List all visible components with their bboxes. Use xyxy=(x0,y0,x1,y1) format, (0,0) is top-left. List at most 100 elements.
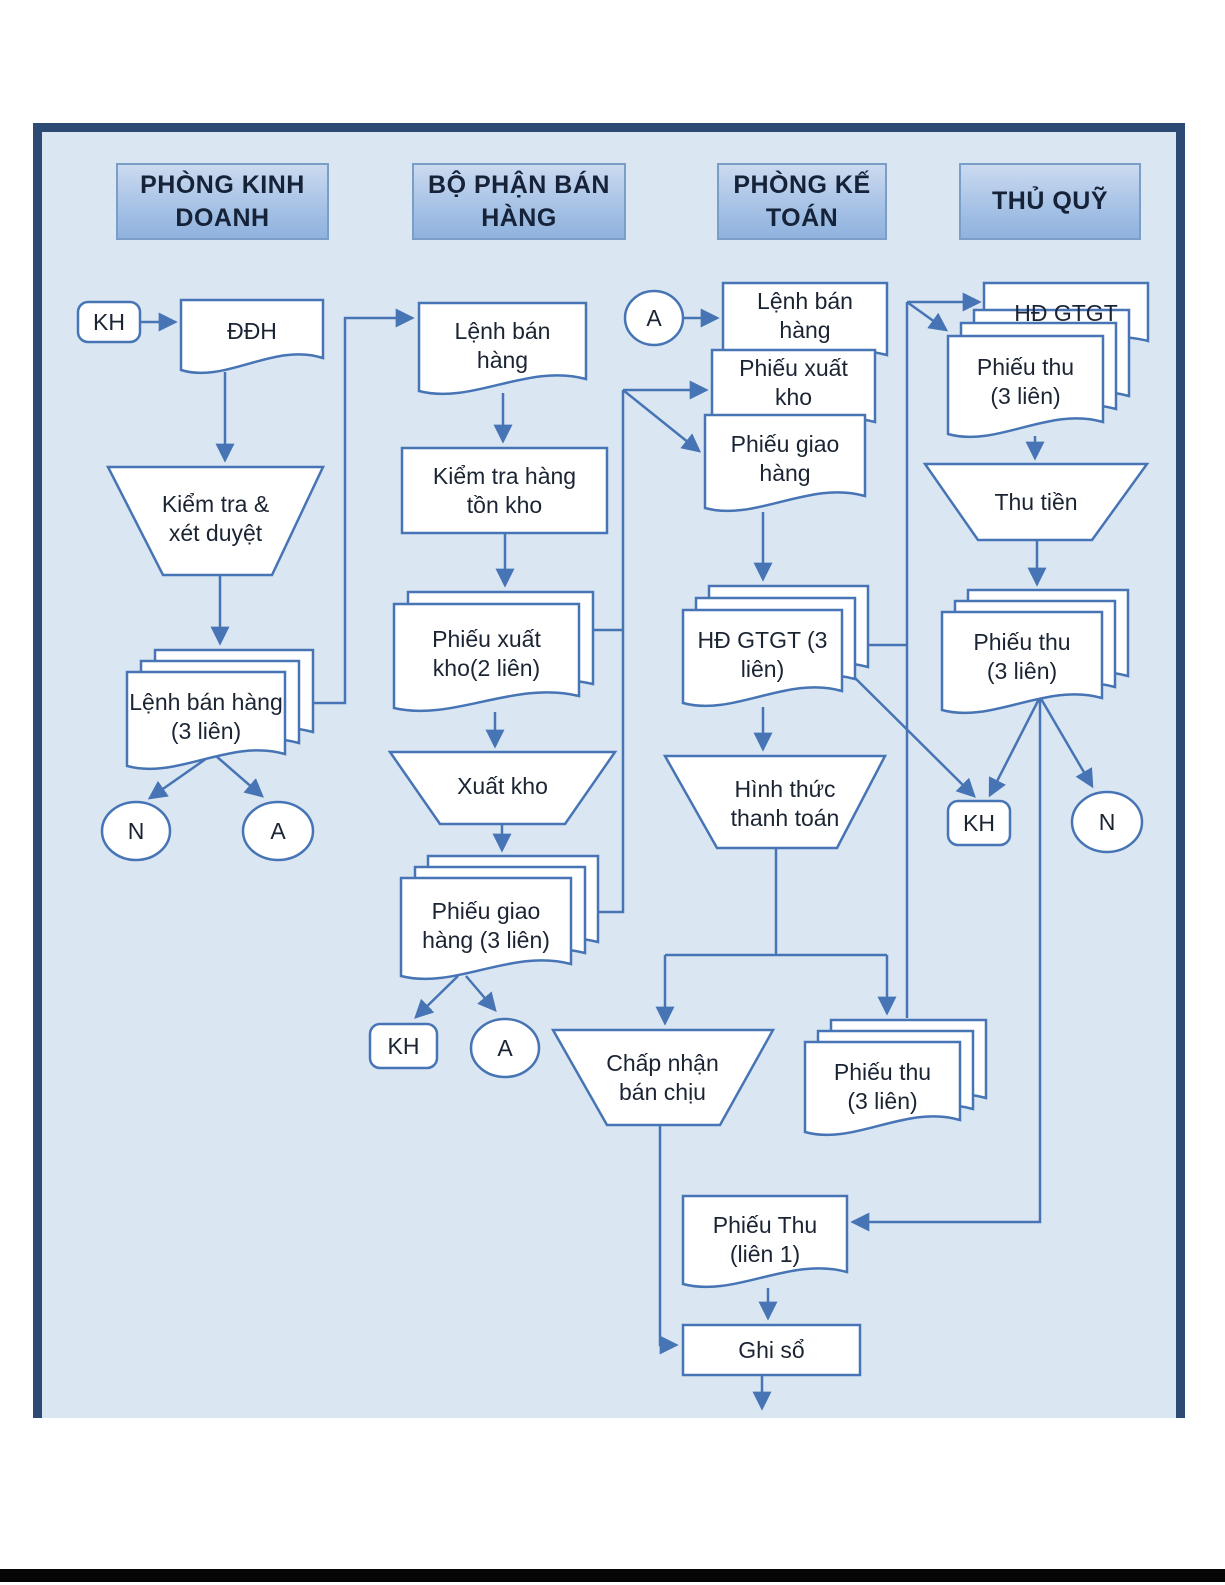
label-line: N xyxy=(127,817,145,844)
label-line: hàng (3 liên) xyxy=(422,927,550,953)
label-line: Lệnh bán hàng xyxy=(129,689,283,715)
a-connector-2 xyxy=(469,1017,541,1079)
arrow-phieuthu-tq2-to-n2 xyxy=(1038,696,1094,789)
label-line: tồn kho xyxy=(466,491,543,518)
lane-header-line: TOÁN xyxy=(765,203,839,232)
hd-gtgt-3lien-doc-front xyxy=(681,608,844,708)
phieu-thu-3lien-tq2-doc-front xyxy=(940,610,1104,715)
label-line: Phiếu Thu xyxy=(712,1212,818,1238)
label-line: hàng xyxy=(476,347,529,373)
kh-terminal-3 xyxy=(946,799,1012,847)
label-line: kho(2 liên) xyxy=(432,655,541,681)
n-file-terminal-1 xyxy=(100,800,172,862)
kiem-tra-ton-kho-process xyxy=(400,446,609,535)
arrow-trunk907-to-phieuthu-tq1 xyxy=(906,300,949,332)
lane-header-line: BỘ PHẬN BÁN xyxy=(428,170,610,199)
label-line: bán chịu xyxy=(619,1079,706,1105)
label-line: HĐ GTGT xyxy=(1014,299,1118,326)
label-line: Lệnh bán xyxy=(454,318,551,344)
page-bottom-rule xyxy=(0,1569,1225,1582)
arrow-lenhbanhang-to-a1 xyxy=(215,755,265,798)
label-line: Xuất kho xyxy=(457,772,548,799)
label-line: N xyxy=(1098,808,1116,835)
label-phieu-thu-3lien-acct: Phiếu thu(3 liên) xyxy=(805,1046,960,1128)
label-line: HĐ GTGT (3 xyxy=(697,627,828,653)
label-kh-2: KH xyxy=(370,1024,437,1068)
phieu-thu-3lien-tq1-doc-front xyxy=(946,334,1105,439)
label-kiem-tra-xet-duyet: Kiểm tra &xét duyệt xyxy=(118,470,313,568)
label-xuat-kho: Xuất kho xyxy=(390,752,615,820)
label-n-file-1: N xyxy=(102,800,170,862)
shape-layer xyxy=(76,281,1150,1377)
ddh-document xyxy=(179,298,325,375)
label-line: Phiếu thu xyxy=(973,629,1071,655)
label-line: A xyxy=(646,304,662,331)
label-line: (3 liên) xyxy=(990,383,1061,409)
phieu-giao-hang-3lien-doc-front xyxy=(399,876,573,981)
label-line: Lệnh bán xyxy=(757,288,853,314)
lane-header-ke-toan: PHÒNG KẾ TOÁN xyxy=(717,163,887,240)
label-hd-gtgt-treasury: HĐ GTGT xyxy=(984,287,1148,339)
line-phieugiaohang-trunk-up xyxy=(598,390,625,914)
label-lenh-ban-hang-acct: Lệnh bán hàng xyxy=(723,286,887,346)
a-connector-1 xyxy=(241,800,315,862)
kh-terminal-2 xyxy=(368,1022,439,1070)
label-lenh-ban-hang-sales: Lệnh bán hàng xyxy=(419,308,586,384)
label-kh-3: KH xyxy=(948,801,1010,845)
lane-header-line: PHÒNG KẾ xyxy=(733,170,871,199)
arrow-hdgtgt-to-kh3 xyxy=(844,667,976,798)
label-line: liên) xyxy=(740,656,785,682)
label-line: Ghi sổ xyxy=(738,1336,805,1363)
label-line: (3 liên) xyxy=(847,1088,918,1114)
phieu-xuat-kho-2lien-doc-front xyxy=(392,602,581,713)
label-line: Phiếu giao xyxy=(730,431,840,457)
lenh-ban-hang-sales-doc xyxy=(417,301,588,396)
thu-tien-process xyxy=(922,462,1150,542)
label-line: (liên 1) xyxy=(729,1241,801,1267)
n-file-terminal-2 xyxy=(1070,790,1144,854)
kh-source-terminal xyxy=(76,300,142,344)
lane-header-line: THỦ QUỸ xyxy=(992,187,1108,215)
lane-header-thu-quy: THỦ QUỸ xyxy=(959,163,1141,240)
label-a-connector-2: A xyxy=(471,1018,539,1078)
arrow-phieuthu-tq2-to-phieuthulien1 xyxy=(850,697,1042,1232)
label-line: Phiếu thu xyxy=(976,354,1075,380)
label-a-connector-1: A xyxy=(243,800,313,862)
chap-nhan-ban-chiu-process xyxy=(550,1028,776,1127)
label-line: Chấp nhận xyxy=(606,1050,719,1076)
label-chap-nhan-ban-chiu: Chấp nhận bán chịu xyxy=(560,1036,765,1120)
label-a-connector-3: A xyxy=(625,290,683,346)
label-ghi-so: Ghi sổ xyxy=(683,1325,860,1375)
label-line: kho xyxy=(774,384,813,410)
ghi-so-process xyxy=(681,1323,862,1377)
a-connector-3 xyxy=(623,289,685,347)
label-hd-gtgt-3lien: HĐ GTGT (3 liên) xyxy=(683,614,842,696)
lenh-ban-hang-3lien-doc-front xyxy=(125,670,287,771)
arrow-chapnhan-to-ghiso xyxy=(658,1125,679,1355)
phieu-thu-3lien-acct-doc-front xyxy=(803,1040,962,1137)
arrow-phieuthu-tq2-to-kh3 xyxy=(988,696,1042,798)
label-phieu-thu-3lien-tq1: Phiếu thu (3 liên) xyxy=(948,340,1103,424)
label-line: xét duyệt xyxy=(168,520,263,546)
label-line: KH xyxy=(387,1032,420,1059)
label-line: (3 liên) xyxy=(170,718,242,744)
label-line: Hình thức xyxy=(734,776,836,802)
label-line: Thu tiền xyxy=(994,488,1078,515)
arrow-trunk-to-phieugiaohang-acct xyxy=(622,389,702,453)
label-line: Phiếu xuất xyxy=(739,355,848,381)
lane-header-kinh-doanh: PHÒNG KINH DOANH xyxy=(116,163,329,240)
label-line: hàng xyxy=(779,317,831,343)
phieu-giao-hang-acct-doc xyxy=(703,413,867,513)
lane-header-line: DOANH xyxy=(175,203,270,232)
label-line: A xyxy=(270,817,286,844)
label-line: ĐĐH xyxy=(227,317,277,344)
label-ddh: ĐĐH xyxy=(181,302,323,360)
label-phieu-thu-lien1: Phiếu Thu (liên 1) xyxy=(683,1200,847,1280)
label-n-file-2: N xyxy=(1072,792,1142,852)
hinh-thuc-thanh-toan-process xyxy=(662,754,888,850)
